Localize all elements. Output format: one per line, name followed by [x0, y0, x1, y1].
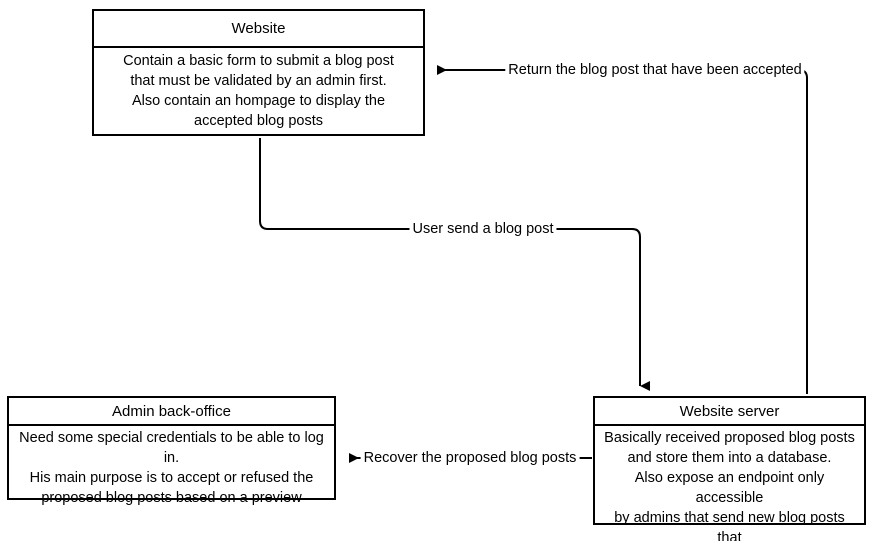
node-website-server-body: Basically received proposed blog posts a…: [604, 430, 855, 541]
node-website-server[interactable]: Website server Basically received propos…: [593, 396, 866, 541]
node-website-body: Contain a basic form to submit a blog po…: [123, 53, 394, 129]
node-admin-back-office-body: Need some special credentials to be able…: [19, 430, 324, 506]
node-admin-back-office[interactable]: Admin back-office Need some special cred…: [7, 396, 336, 506]
edge-label-return-the-blog-post: Return the blog post that have been acce…: [505, 60, 805, 80]
edge-label-user-send-a-blog-post: User send a blog post: [409, 219, 557, 239]
node-admin-back-office-title: Admin back-office: [9, 398, 334, 426]
node-website[interactable]: Website Contain a basic form to submit a…: [92, 9, 425, 136]
edge-label-recover-the-proposed-blog-posts: Recover the proposed blog posts: [360, 448, 580, 468]
node-website-server-title: Website server: [595, 398, 864, 426]
edge-user-send-a-blog-post: [259, 138, 650, 391]
node-website-title: Website: [94, 11, 423, 48]
